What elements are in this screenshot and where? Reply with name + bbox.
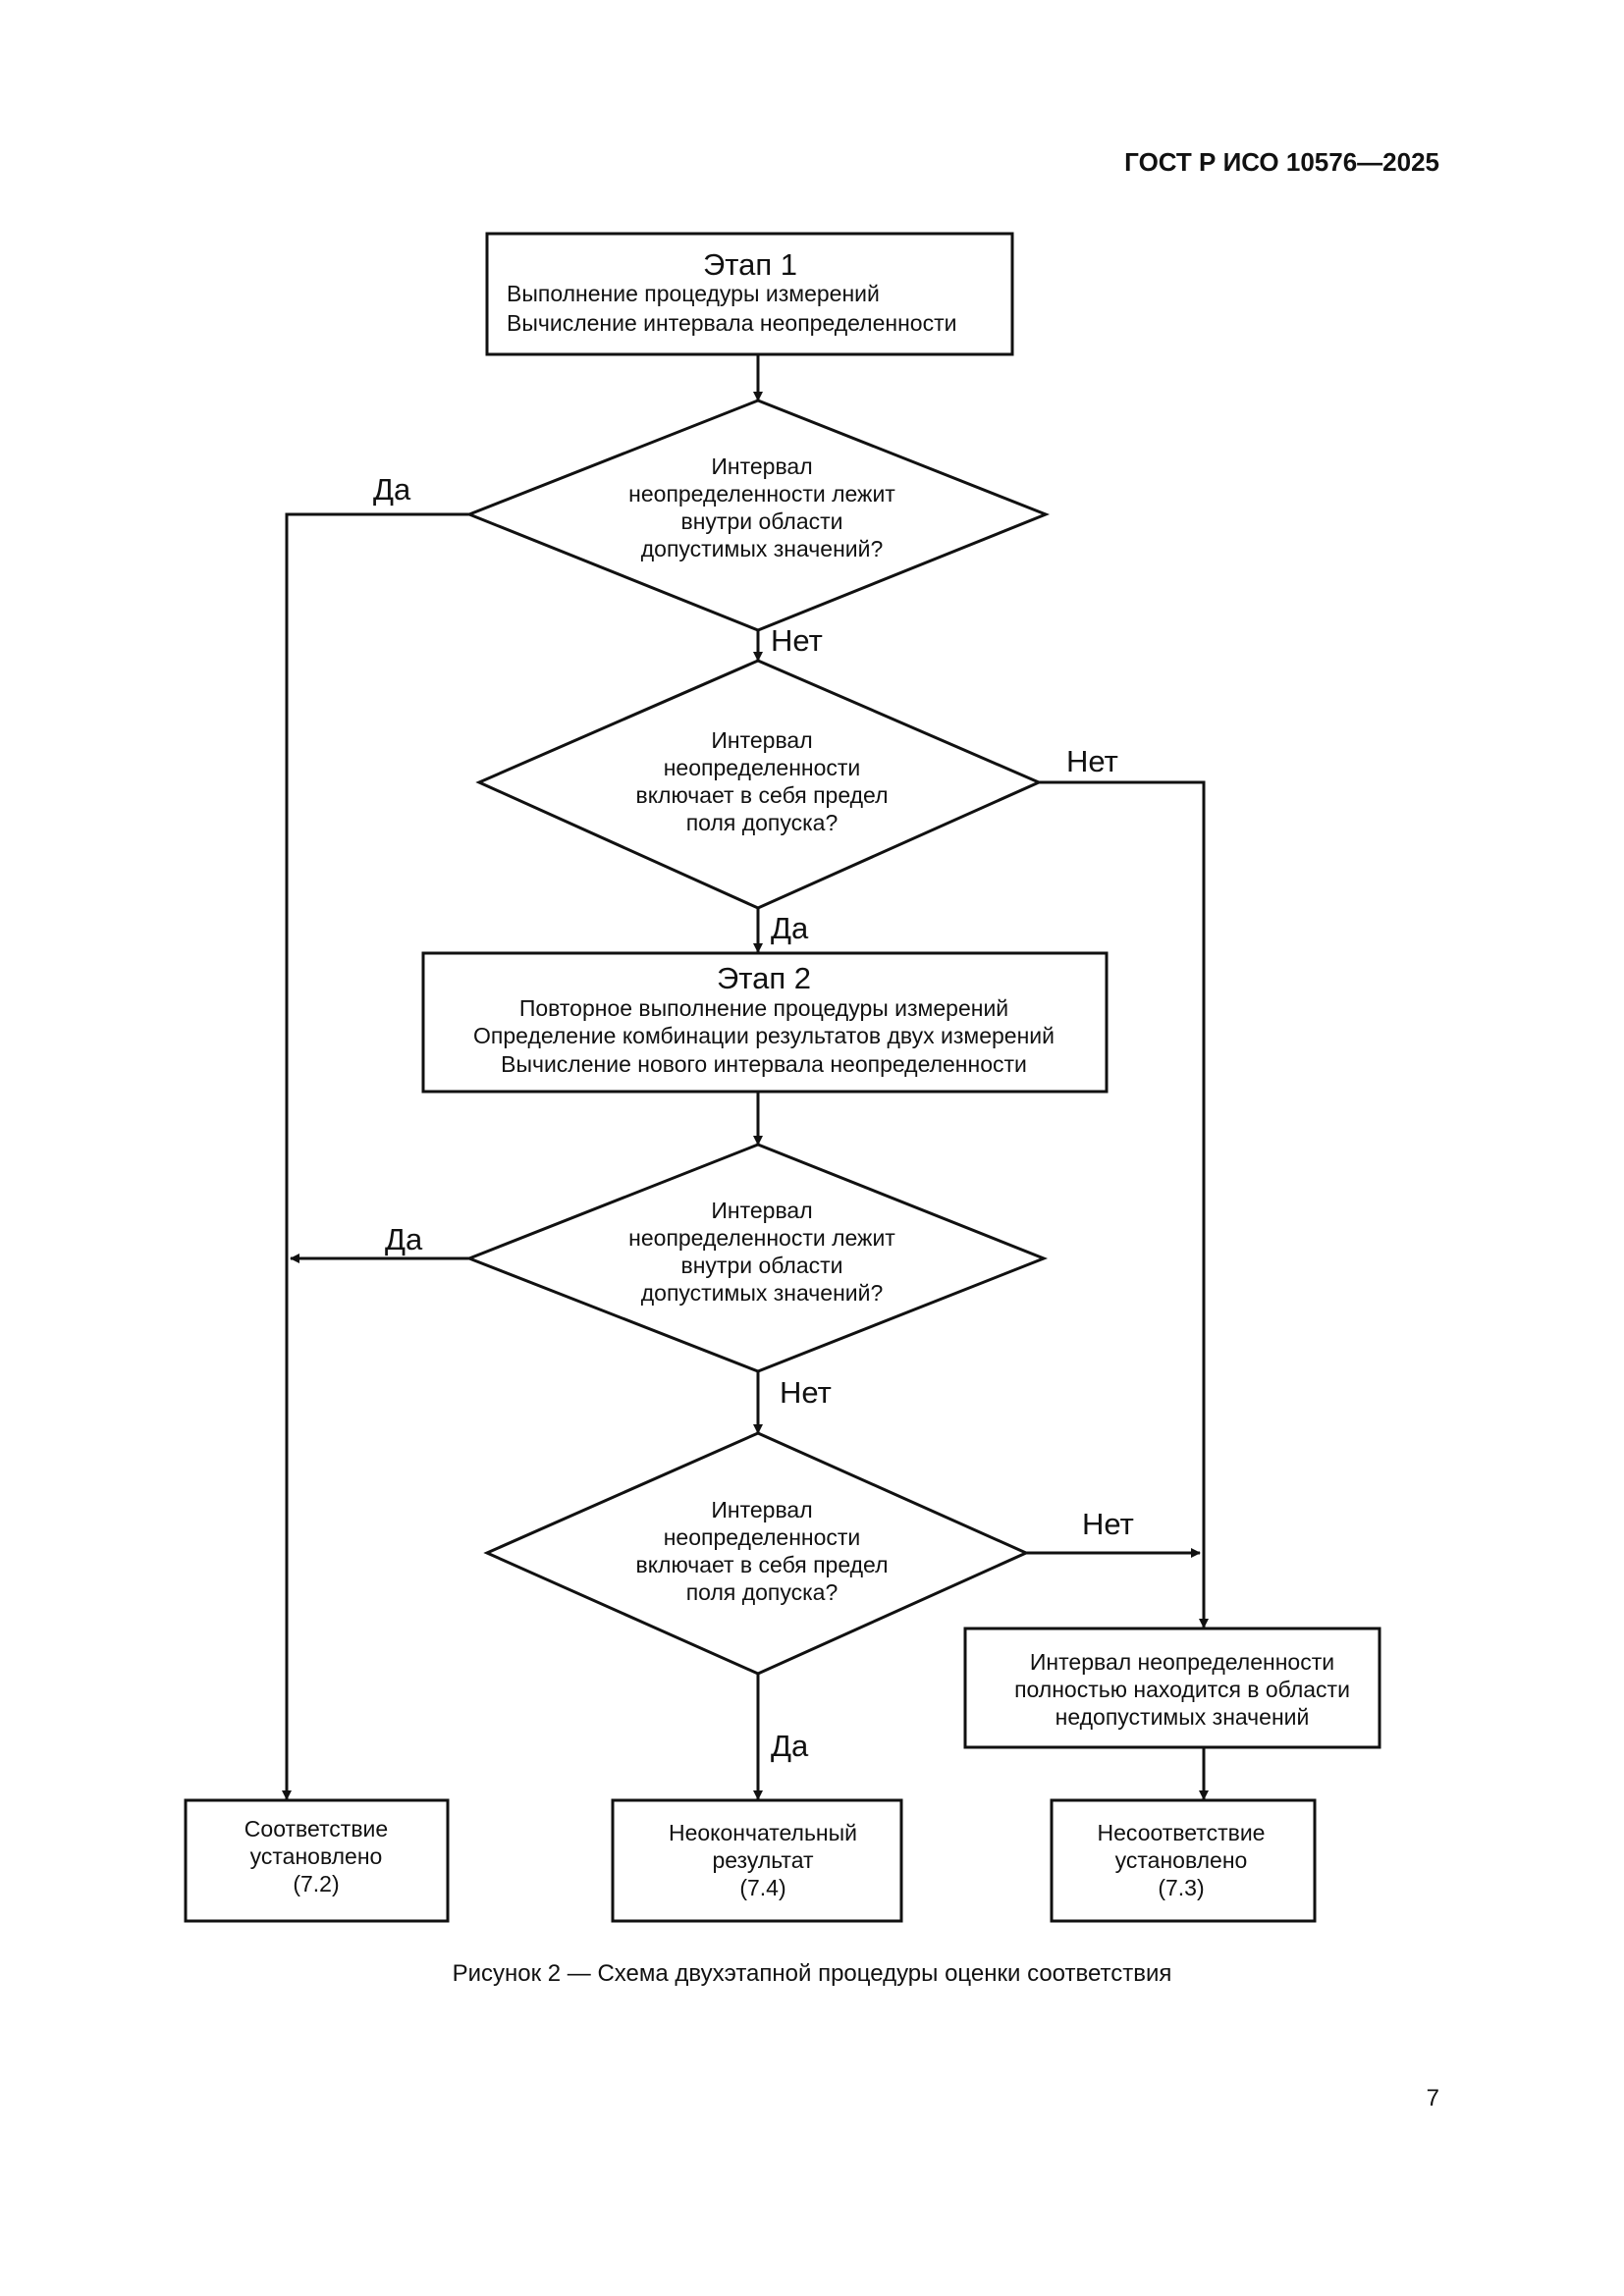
decision1-line-1: Интервал — [711, 454, 812, 479]
decision2-diamond: Интервал неопределенности включает в себ… — [475, 659, 1043, 910]
decision2-line-3: включает в себя предел — [636, 782, 889, 808]
decision2-line-2: неопределенности — [664, 755, 861, 780]
result-inconclusive-line-2: результат — [712, 1847, 814, 1873]
label-decision3-yes: Да — [385, 1222, 423, 1256]
decision3-line-1: Интервал — [711, 1198, 812, 1223]
stage1-box: Этап 1 Выполнение процедуры измерений Вы… — [485, 232, 1014, 356]
result-inconclusive-line-1: Неокончательный — [669, 1820, 857, 1845]
document-header: ГОСТ Р ИСО 10576—2025 — [1124, 147, 1439, 177]
decision2-line-4: поля допуска? — [686, 810, 839, 835]
decision2-line-1: Интервал — [711, 727, 812, 753]
connectors — [282, 355, 1209, 1800]
label-decision4-no: Нет — [1082, 1507, 1134, 1541]
branch-labels: Да Нет Нет Да Да Нет Нет Да — [373, 472, 1134, 1763]
unacceptable-line-3: недопустимых значений — [1056, 1704, 1310, 1730]
stage1-line-1: Выполнение процедуры измерений — [507, 281, 880, 306]
label-decision4-yes: Да — [771, 1729, 809, 1763]
decision3-diamond: Интервал неопределенности лежит внутри о… — [464, 1143, 1049, 1373]
label-decision2-no: Нет — [1066, 744, 1118, 778]
decision1-line-4: допустимых значений? — [641, 536, 884, 561]
label-decision3-no: Нет — [780, 1375, 832, 1410]
label-decision1-no: Нет — [771, 623, 823, 658]
decision1-diamond: Интервал неопределенности лежит внутри о… — [464, 399, 1051, 632]
decision3-line-3: внутри области — [680, 1253, 842, 1278]
stage2-line-1: Повторное выполнение процедуры измерений — [519, 995, 1008, 1021]
unacceptable-line-2: полностью находится в области — [1014, 1677, 1350, 1702]
label-decision2-yes: Да — [771, 911, 809, 945]
stage2-line-3: Вычисление нового интервала неопределенн… — [501, 1051, 1027, 1077]
stage2-line-2: Определение комбинации результатов двух … — [473, 1023, 1055, 1048]
arrow-decision1-yes-to-conformity — [282, 512, 469, 1800]
stage1-title: Этап 1 — [703, 247, 797, 282]
result-conformity-line-1: Соответствие — [244, 1816, 388, 1842]
stage2-box: Этап 2 Повторное выполнение процедуры из… — [421, 951, 1109, 1094]
decision4-line-1: Интервал — [711, 1497, 812, 1522]
label-decision1-yes: Да — [373, 472, 411, 507]
result-nonconformity-line-1: Несоответствие — [1098, 1820, 1266, 1845]
stage1-line-2: Вычисление интервала неопределенности — [507, 310, 956, 336]
decision1-line-3: внутри области — [680, 508, 842, 534]
decision4-diamond: Интервал неопределенности включает в себ… — [483, 1431, 1030, 1676]
result-nonconformity-line-3: (7.3) — [1158, 1875, 1204, 1900]
result-conformity-line-3: (7.2) — [293, 1871, 339, 1896]
result-inconclusive-line-3: (7.4) — [739, 1875, 785, 1900]
decision4-line-2: неопределенности — [664, 1524, 861, 1550]
page-number: 7 — [1426, 2085, 1439, 2111]
figure-caption: Рисунок 2 — Схема двухэтапной процедуры … — [452, 1960, 1172, 1987]
result-conformity-line-2: установлено — [250, 1843, 383, 1869]
decision4-line-4: поля допуска? — [686, 1579, 839, 1605]
stage2-title: Этап 2 — [717, 961, 811, 995]
decision4-line-3: включает в себя предел — [636, 1552, 889, 1577]
result-conformity-box: Соответствие установлено (7.2) — [184, 1798, 450, 1923]
result-nonconformity-box: Несоответствие установлено (7.3) — [1050, 1798, 1317, 1923]
unacceptable-box: Интервал неопределенности полностью нахо… — [963, 1627, 1381, 1749]
result-inconclusive-box: Неокончательный результат (7.4) — [611, 1798, 903, 1923]
unacceptable-line-1: Интервал неопределенности — [1030, 1649, 1334, 1675]
decision1-line-2: неопределенности лежит — [628, 481, 895, 507]
decision3-line-4: допустимых значений? — [641, 1280, 884, 1306]
arrow-decision2-no-to-unacceptable — [1039, 780, 1209, 1629]
decision3-line-2: неопределенности лежит — [628, 1225, 895, 1251]
result-nonconformity-line-2: установлено — [1115, 1847, 1248, 1873]
